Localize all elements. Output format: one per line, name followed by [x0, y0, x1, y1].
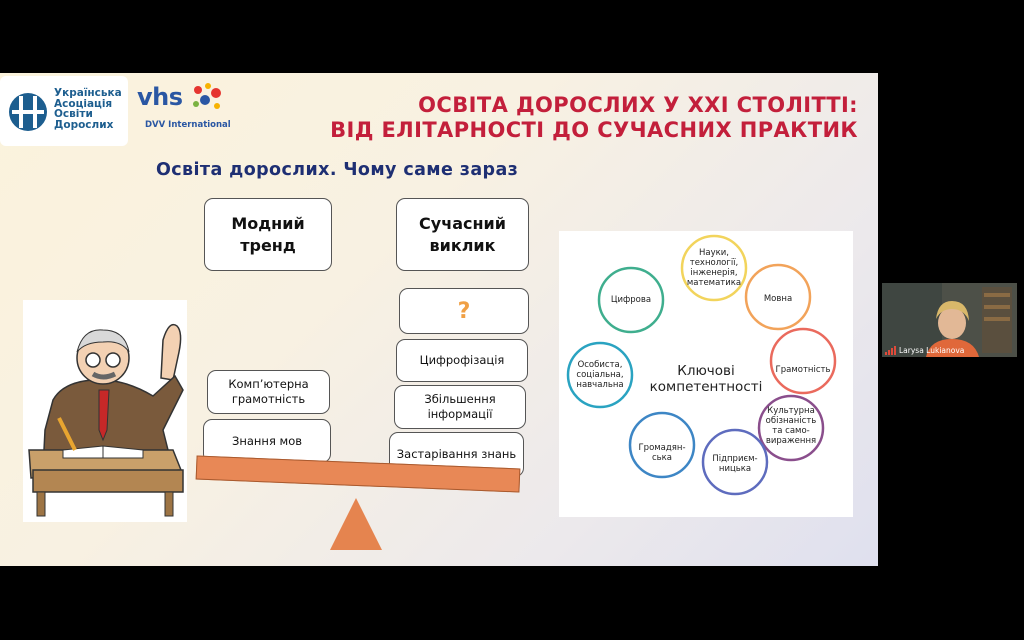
vhs-dots-icon	[193, 83, 221, 109]
competences-center-label: Ключові компетентності	[649, 363, 763, 395]
competences-ring-graphic	[566, 234, 837, 496]
right-item-1: Цифрофізація	[396, 339, 528, 382]
slide-title: ОСВІТА ДОРОСЛИХ У ХХІ СТОЛІТТІ: ВІД ЕЛІТ…	[330, 93, 858, 143]
competence-personal: Особиста, соціальна, навчальна	[576, 360, 624, 390]
seesaw-fulcrum	[330, 498, 382, 550]
competence-literacy: Грамотність	[775, 365, 831, 375]
participant-name-text: Larysa Lukianova	[899, 346, 965, 355]
teacher-image	[28, 323, 184, 517]
competence-language: Мовна	[763, 294, 793, 304]
uaod-logo-icon	[9, 93, 47, 131]
dvv-logo-text: DVV International	[145, 120, 231, 130]
competence-citizenship: Громадян- ська	[638, 443, 686, 463]
teacher-illustration	[23, 300, 187, 522]
right-item-2: Збільшення інформації	[394, 385, 526, 429]
slide-title-line2: ВІД ЕЛІТАРНОСТІ ДО СУЧАСНИХ ПРАКТИК	[330, 118, 858, 142]
participant-video-image	[882, 283, 1017, 357]
competence-cultural: Культурна обізнаність та само- вираження	[765, 406, 817, 446]
presentation-slide: Українська Асоціація Освіти Дорослих vhs…	[0, 73, 878, 566]
right-item-0: ?	[399, 288, 529, 334]
vhs-logo-text: vhs	[137, 83, 183, 111]
uaod-logo-text: Українська Асоціація Освіти Дорослих	[54, 87, 122, 131]
competence-stem: Науки, технології, інженерія, математика	[686, 248, 742, 288]
challenge-box: Сучасний виклик	[396, 198, 529, 271]
uaod-logo: Українська Асоціація Освіти Дорослих	[0, 76, 128, 146]
competence-digital: Цифрова	[610, 295, 652, 305]
slide-subtitle: Освіта дорослих. Чому саме зараз	[156, 160, 519, 180]
participant-name: Larysa Lukianova	[885, 346, 964, 355]
competence-entrepreneurial: Підприєм- ницька	[712, 454, 758, 474]
competences-diagram: Науки, технології, інженерія, математика…	[559, 231, 853, 517]
audio-level-icon	[885, 346, 896, 355]
participant-video-tile[interactable]: Larysa Lukianova	[882, 283, 1017, 357]
trend-box: Модний тренд	[204, 198, 332, 271]
slide-title-line1: ОСВІТА ДОРОСЛИХ У ХХІ СТОЛІТТІ:	[418, 93, 858, 117]
left-item-0: Комп’ютерна грамотність	[207, 370, 330, 414]
